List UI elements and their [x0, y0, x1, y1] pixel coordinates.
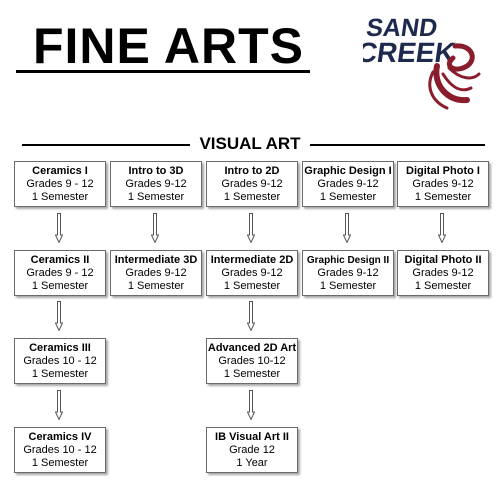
- course-length: 1 Semester: [127, 190, 185, 203]
- course-grades: Grades 9-12: [125, 266, 187, 279]
- course-length: 1 Semester: [31, 190, 89, 203]
- course-length: 1 Semester: [31, 279, 89, 292]
- course-name: Intro to 2D: [224, 164, 280, 177]
- arrow-down-icon: [55, 301, 63, 331]
- arrow-down-icon: [247, 390, 255, 420]
- course-name: Digital Photo I: [406, 164, 480, 177]
- course-length: 1 Semester: [223, 367, 281, 380]
- course-grades: Grades 9-12: [221, 177, 283, 190]
- course-grades: Grades 9-12: [412, 266, 474, 279]
- course-grades: Grades 9-12: [317, 266, 379, 279]
- course-grades: Grades 10 - 12: [23, 354, 97, 367]
- course-name: Graphic Design II: [306, 254, 390, 266]
- arrow-down-icon: [438, 213, 446, 243]
- arrow-down-icon: [247, 213, 255, 243]
- course-box-digital-photo-2: Digital Photo II Grades 9-12 1 Semester: [397, 250, 489, 296]
- course-box-intermediate-2d: Intermediate 2D Grades 9-12 1 Semester: [206, 250, 298, 296]
- course-box-intermediate-3d: Intermediate 3D Grades 9-12 1 Semester: [110, 250, 202, 296]
- course-name: Digital Photo II: [404, 253, 482, 266]
- course-length: 1 Year: [236, 456, 268, 469]
- course-name: Intermediate 2D: [210, 253, 294, 266]
- arrow-down-icon: [247, 301, 255, 331]
- course-length: 1 Semester: [31, 456, 89, 469]
- sand-creek-logo: SAND CREEK: [363, 14, 481, 110]
- course-name: Intermediate 3D: [114, 253, 198, 266]
- course-grades: Grades 9-12: [125, 177, 187, 190]
- course-length: 1 Semester: [319, 190, 377, 203]
- course-grades: Grades 9-12: [221, 266, 283, 279]
- course-box-intro-2d: Intro to 2D Grades 9-12 1 Semester: [206, 161, 298, 207]
- course-length: 1 Semester: [414, 190, 472, 203]
- arrow-down-icon: [151, 213, 159, 243]
- course-name: Ceramics III: [29, 341, 91, 354]
- course-box-ceramics-1: Ceramics I Grades 9 - 12 1 Semester: [14, 161, 106, 207]
- course-box-digital-photo-1: Digital Photo I Grades 9-12 1 Semester: [397, 161, 489, 207]
- course-box-graphic-design-2: Graphic Design II Grades 9-12 1 Semester: [302, 250, 394, 296]
- course-name: Ceramics I: [32, 164, 88, 177]
- course-box-graphic-design-1: Graphic Design I Grades 9-12 1 Semester: [302, 161, 394, 207]
- course-length: 1 Semester: [223, 279, 281, 292]
- course-name: Advanced 2D Art: [207, 341, 297, 354]
- course-length: 1 Semester: [223, 190, 281, 203]
- course-box-advanced-2d: Advanced 2D Art Grades 10-12 1 Semester: [206, 338, 298, 384]
- course-grades: Grade 12: [229, 443, 275, 456]
- course-box-ceramics-2: Ceramics II Grades 9 - 12 1 Semester: [14, 250, 106, 296]
- course-grades: Grades 10 - 12: [23, 443, 97, 456]
- course-box-ceramics-4: Ceramics IV Grades 10 - 12 1 Semester: [14, 427, 106, 473]
- course-length: 1 Semester: [319, 279, 377, 292]
- section-title: VISUAL ART: [199, 134, 301, 153]
- page-title: FINE ARTS: [33, 18, 305, 74]
- course-box-intro-3d: Intro to 3D Grades 9-12 1 Semester: [110, 161, 202, 207]
- logo-text-creek: CREEK: [363, 37, 458, 68]
- course-name: Ceramics IV: [28, 430, 92, 443]
- course-grades: Grades 9 - 12: [26, 177, 94, 190]
- section-rule-left: [22, 144, 190, 146]
- course-grades: Grades 9 - 12: [26, 266, 94, 279]
- course-length: 1 Semester: [127, 279, 185, 292]
- section-rule-right: [310, 144, 485, 146]
- course-length: 1 Semester: [414, 279, 472, 292]
- course-box-ceramics-3: Ceramics III Grades 10 - 12 1 Semester: [14, 338, 106, 384]
- course-name: Intro to 3D: [128, 164, 184, 177]
- scorpion-tail-icon: [428, 43, 481, 110]
- arrow-down-icon: [55, 390, 63, 420]
- arrow-down-icon: [55, 213, 63, 243]
- course-grades: Grades 9-12: [317, 177, 379, 190]
- course-box-ib-visual-art-2: IB Visual Art II Grade 12 1 Year: [206, 427, 298, 473]
- course-grades: Grades 9-12: [412, 177, 474, 190]
- course-grades: Grades 10-12: [218, 354, 286, 367]
- course-name: Graphic Design I: [304, 164, 392, 177]
- logo-text-sand: SAND: [365, 14, 440, 42]
- title-underline: [16, 70, 310, 73]
- course-length: 1 Semester: [31, 367, 89, 380]
- course-name: Ceramics II: [30, 253, 90, 266]
- arrow-down-icon: [343, 213, 351, 243]
- course-name: IB Visual Art II: [215, 430, 289, 443]
